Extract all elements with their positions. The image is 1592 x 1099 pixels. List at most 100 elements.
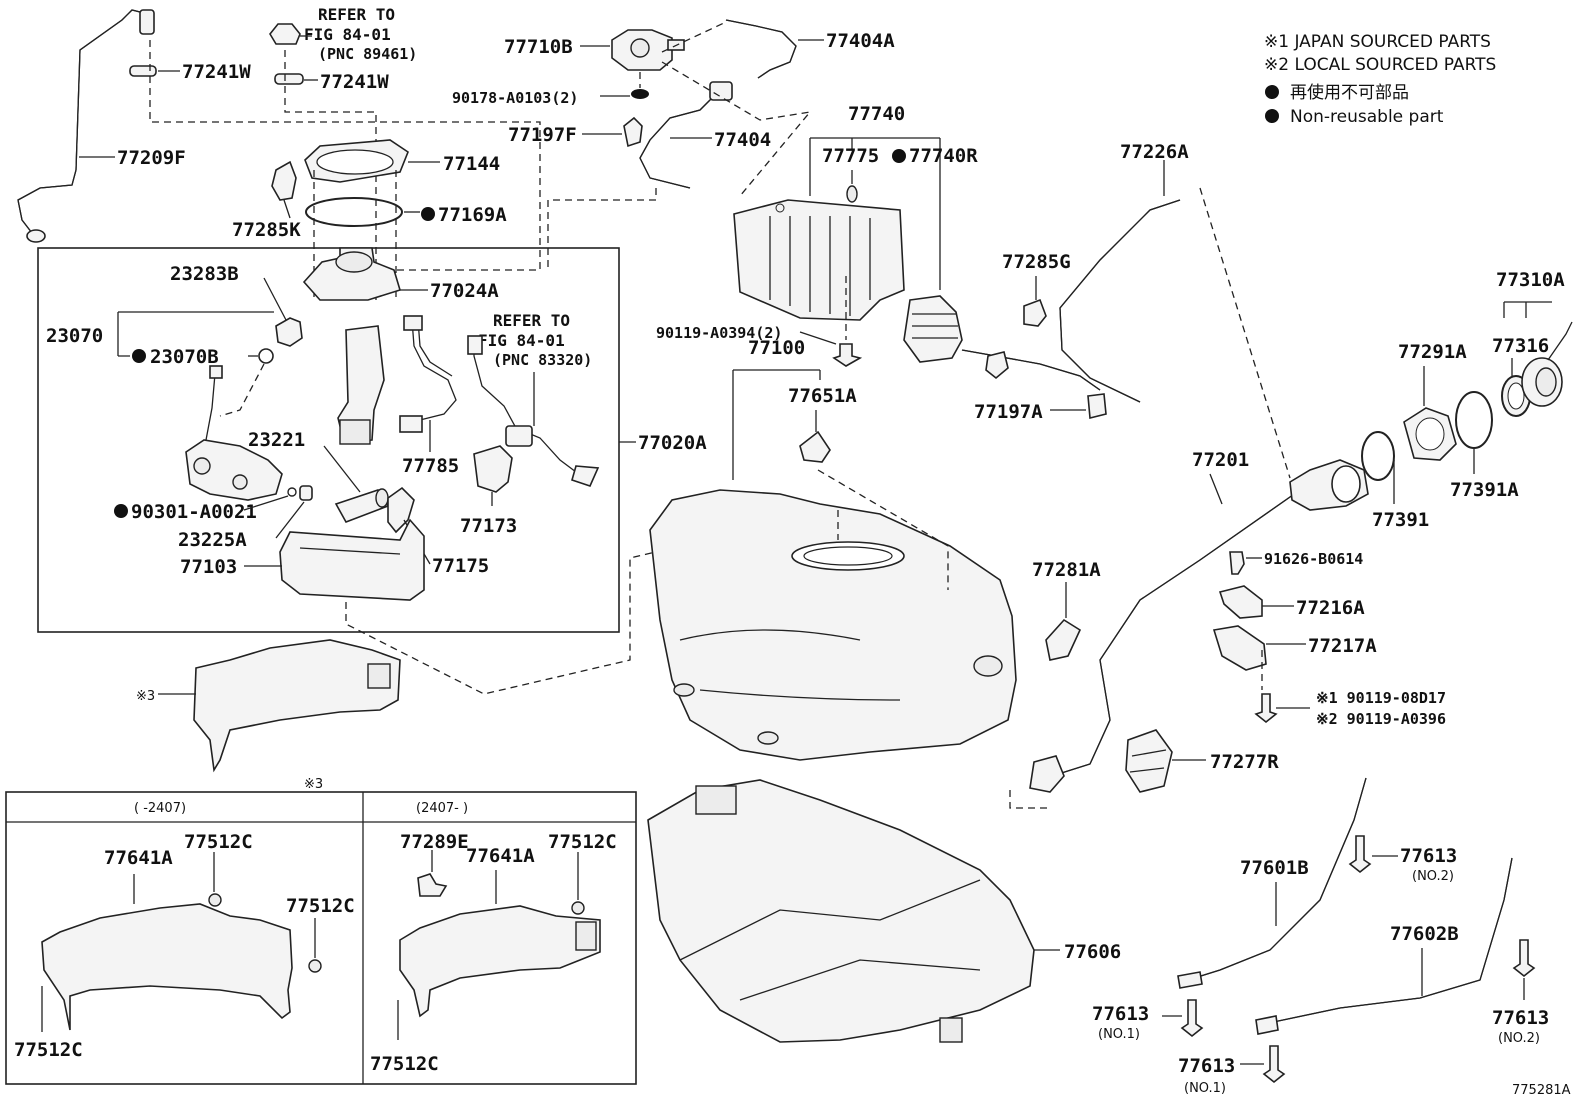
non-reusable-dot-icon (132, 349, 146, 363)
label-77641A-left: 77641A (104, 847, 173, 869)
label-23070B: 23070B (150, 346, 219, 368)
label-77241W-b: 77241W (320, 71, 389, 93)
svg-text:FIG 84-01: FIG 84-01 (304, 25, 391, 44)
label-77651A: 77651A (788, 385, 857, 407)
part-90178-A0103: 90178-A0103(2) (452, 72, 649, 107)
part-23283B: 23283B (170, 263, 303, 347)
part-77651A-pad: 77651A (788, 385, 857, 463)
label-77613-c: 77613 (1178, 1055, 1235, 1077)
part-91626-B0614: 91626-B0614 (1229, 550, 1363, 575)
non-reusable-dot-icon (1265, 109, 1279, 123)
part-77024A-pump-flange: 77024A (302, 247, 499, 302)
label-77175: 77175 (432, 555, 489, 577)
label-77602B: 77602B (1390, 923, 1459, 945)
part-77291A-ring: 77291A (1398, 341, 1467, 461)
part-23070-filter: 23070 23070B (46, 311, 274, 417)
part-77710B-valve: 77710B (504, 29, 685, 71)
label-77785: 77785 (402, 455, 459, 477)
part-77144-retainer: 77144 (304, 139, 500, 183)
part-77216A-bracket: 77216A (1218, 585, 1365, 619)
part-77285G-clamp: 77285G (1002, 251, 1071, 327)
label-77144: 77144 (443, 153, 500, 175)
part-90119-A0394: 90119-A0394(2) (656, 276, 863, 367)
part-77226A-breather-pipe: 77226A (1059, 141, 1189, 403)
part-77740-canister: 77740 77775 77740R (733, 103, 978, 363)
label-90119-A0394: 90119-A0394(2) (656, 324, 782, 342)
label-x3-a: ※3 (136, 689, 155, 704)
label-77404: 77404 (714, 129, 771, 151)
label-77512C-right-a: 77512C (548, 831, 617, 853)
part-77613-bolts: 77613 (NO.2) 77613 (NO.1) 77613 (NO.1) 7… (1092, 835, 1549, 1096)
svg-text:(PNC 89461): (PNC 89461) (318, 45, 417, 63)
legend: ※1 JAPAN SOURCED PARTS ※2 LOCAL SOURCED … (1264, 32, 1496, 127)
part-77285K-clamp: 77285K (232, 160, 301, 241)
part-90301-A0021: 90301-A0021 (114, 495, 289, 523)
part-77281A-pad: 77281A (1032, 559, 1101, 661)
non-reusable-dot-icon (1265, 85, 1279, 99)
part-77602B-strap: 77602B (1255, 857, 1513, 1035)
ref-fig-84-01-pnc-83320: REFER TO FIG 84-01 (PNC 83320) (467, 311, 600, 487)
label-77613-d-sub: (NO.2) (1498, 1031, 1540, 1046)
svg-text:REFER TO: REFER TO (318, 5, 395, 24)
label-77241W-a: 77241W (182, 61, 251, 83)
label-77606: 77606 (1064, 941, 1121, 963)
part-77241W-clip-b: 77241W (274, 71, 389, 93)
label-77197A: 77197A (974, 401, 1043, 423)
label-77024A: 77024A (430, 280, 499, 302)
label-90301-A0021: 90301-A0021 (131, 501, 257, 523)
part-77201-filler-pipe: 77201 (1029, 449, 1369, 793)
part-heat-shield-x3: ※3 (136, 639, 401, 773)
label-77289E-right: 77289E (400, 831, 469, 853)
svg-text:FIG 84-01: FIG 84-01 (478, 331, 565, 350)
part-77404-hose: 77404 (639, 81, 771, 189)
non-reusable-dot-icon (892, 149, 906, 163)
label-77291A: 77291A (1398, 341, 1467, 363)
fuel-pump-group-box (37, 247, 620, 633)
label-77613-d: 77613 (1492, 1007, 1549, 1029)
legend-non-reusable-jp: 再使用不可部品 (1290, 82, 1409, 103)
svg-text:(PNC 83320): (PNC 83320) (493, 351, 592, 369)
label-77512C-left-c: 77512C (14, 1039, 83, 1061)
label-x3-b: ※3 (304, 777, 323, 792)
part-23225A: 23225A (178, 501, 305, 551)
label-77281A: 77281A (1032, 559, 1101, 581)
label-77613-b: 77613 (1092, 1003, 1149, 1025)
label-77285G: 77285G (1002, 251, 1071, 273)
part-77175-clip: 77175 (387, 486, 489, 577)
label-77217A: 77217A (1308, 635, 1377, 657)
label-77209F: 77209F (117, 147, 186, 169)
part-23221-pump: 23221 (248, 429, 390, 523)
label-91626-B0614: 91626-B0614 (1264, 550, 1363, 568)
part-90119-bolt: ※1 90119-08D17 ※2 90119-A0396 (1254, 689, 1446, 728)
label-90119-08D17: ※1 90119-08D17 (1316, 689, 1446, 707)
label-77613-a: 77613 (1400, 845, 1457, 867)
part-77391-gasket: 77391 (1361, 431, 1429, 531)
non-reusable-dot-icon (421, 207, 435, 221)
label-23283B: 23283B (170, 263, 239, 285)
label-77100: 77100 (748, 337, 805, 359)
label-77641A-right: 77641A (466, 845, 535, 867)
label-77020A: 77020A (638, 432, 707, 454)
label-77285K: 77285K (232, 219, 301, 241)
label-77710B: 77710B (504, 36, 573, 58)
label-77103: 77103 (180, 556, 237, 578)
ref-fig-84-01-pnc-89461: REFER TO FIG 84-01 (PNC 89461) (269, 5, 417, 63)
label-90119-A0396: ※2 90119-A0396 (1316, 710, 1446, 728)
label-77391A: 77391A (1450, 479, 1519, 501)
part-77241W-clip-a: 77241W (129, 61, 251, 83)
label-77169A: 77169A (438, 204, 507, 226)
legend-japan-sourced: ※1 JAPAN SOURCED PARTS (1264, 32, 1491, 52)
part-77100-fuel-tank: 77100 (649, 337, 1017, 761)
legend-non-reusable-en: Non-reusable part (1290, 107, 1444, 127)
label-23221: 23221 (248, 429, 305, 451)
label-77601B: 77601B (1240, 857, 1309, 879)
part-77173: 77173 (460, 445, 517, 537)
non-reusable-dot-icon (114, 504, 128, 518)
part-fuel-pump-assembly (185, 365, 313, 501)
svg-text:REFER TO: REFER TO (493, 311, 570, 330)
part-77391A-gasket: 77391A (1450, 391, 1519, 501)
part-77197A-hose: 77197A (961, 349, 1107, 423)
label-77613-a-sub: (NO.2) (1412, 869, 1454, 884)
part-77310A-cap: 77310A (1496, 269, 1573, 407)
